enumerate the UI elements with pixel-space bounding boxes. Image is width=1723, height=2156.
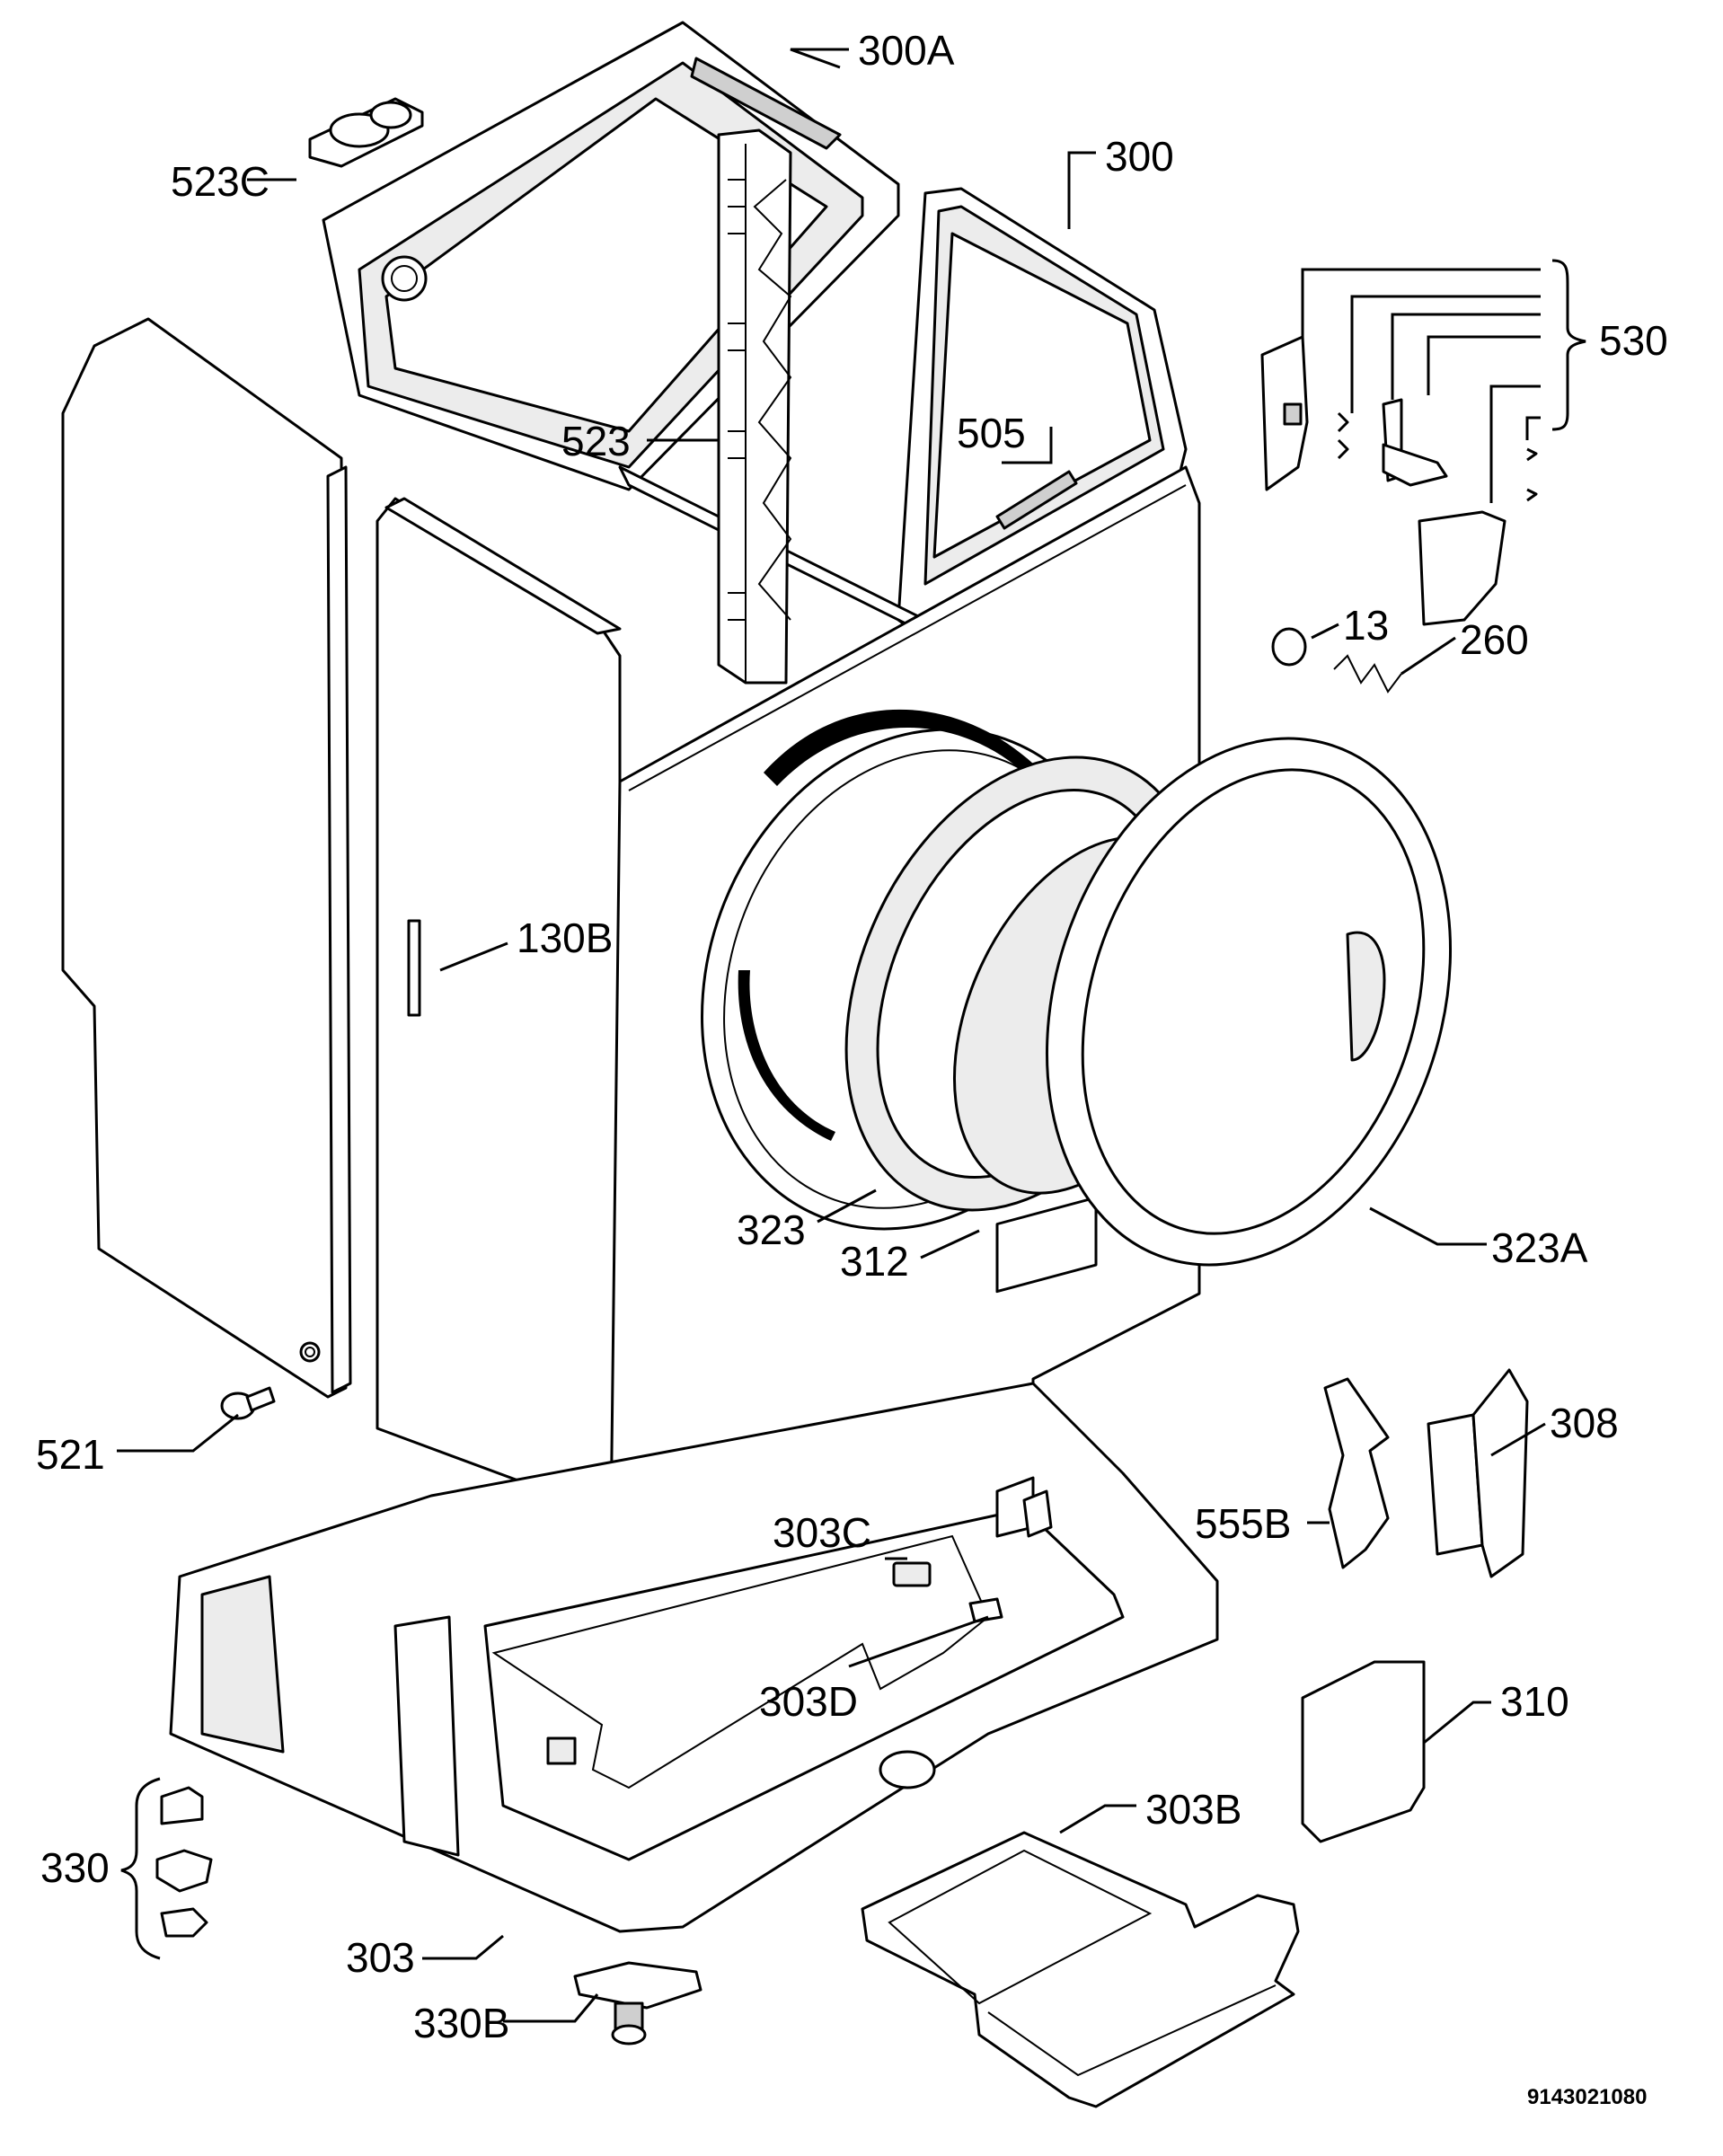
cover-555b bbox=[1323, 1377, 1390, 1569]
pin-505 bbox=[995, 470, 1078, 530]
label-530: 530 bbox=[1599, 317, 1668, 364]
lock-bracket bbox=[1418, 510, 1507, 626]
strip-300a bbox=[690, 57, 842, 150]
door-assembly bbox=[844, 737, 1453, 1267]
callout-labels: 300A 300 523C 523 505 530 13 260 130B 32… bbox=[36, 27, 1668, 2109]
label-330b: 330B bbox=[413, 2000, 509, 2046]
label-303c: 303C bbox=[773, 1509, 871, 1556]
label-310: 310 bbox=[1500, 1678, 1569, 1725]
label-523: 523 bbox=[561, 418, 631, 464]
base-303 bbox=[169, 1382, 1219, 1933]
base-block bbox=[546, 1736, 577, 1765]
handle-slot-130b bbox=[407, 919, 421, 1017]
label-260: 260 bbox=[1460, 616, 1529, 663]
label-330: 330 bbox=[40, 1844, 110, 1891]
front-panel-inset bbox=[995, 1196, 1098, 1294]
plinth-cover-303b bbox=[861, 1831, 1300, 2108]
cap-13 bbox=[1271, 627, 1307, 667]
label-523c: 523C bbox=[171, 158, 269, 205]
rail-523 bbox=[717, 128, 792, 685]
label-300: 300 bbox=[1105, 133, 1174, 180]
screw-521 bbox=[220, 1386, 276, 1420]
clip-523c bbox=[308, 97, 424, 168]
label-303: 303 bbox=[346, 1934, 415, 1981]
label-323: 323 bbox=[737, 1206, 806, 1253]
door-handle bbox=[1346, 931, 1386, 1062]
panel-310 bbox=[1301, 1660, 1426, 1843]
spring-260 bbox=[1333, 654, 1402, 694]
base-drain bbox=[879, 1750, 936, 1789]
lock-assembly-530 bbox=[1260, 335, 1538, 694]
label-323a: 323A bbox=[1491, 1224, 1588, 1271]
foot-330b bbox=[573, 1961, 702, 2046]
label-300a: 300A bbox=[858, 27, 955, 74]
label-303d: 303D bbox=[759, 1678, 858, 1725]
side-panel-left bbox=[61, 317, 352, 1399]
leader-lines bbox=[117, 48, 1586, 2023]
label-521: 521 bbox=[36, 1431, 105, 1478]
part-303c bbox=[892, 1561, 932, 1587]
label-130b: 130B bbox=[517, 915, 613, 961]
screws-330 bbox=[155, 1786, 213, 1938]
label-303b: 303B bbox=[1145, 1786, 1241, 1833]
side-panel-front bbox=[376, 497, 622, 1520]
label-505: 505 bbox=[957, 410, 1026, 456]
label-555b: 555B bbox=[1195, 1500, 1291, 1547]
frame-hole bbox=[381, 255, 428, 302]
label-13: 13 bbox=[1343, 602, 1389, 649]
label-312: 312 bbox=[840, 1238, 909, 1285]
hinge-308 bbox=[1427, 1368, 1529, 1578]
drawing-code: 9143021080 bbox=[1527, 2085, 1647, 2109]
part-303d bbox=[968, 1597, 1003, 1623]
label-308: 308 bbox=[1550, 1400, 1619, 1446]
